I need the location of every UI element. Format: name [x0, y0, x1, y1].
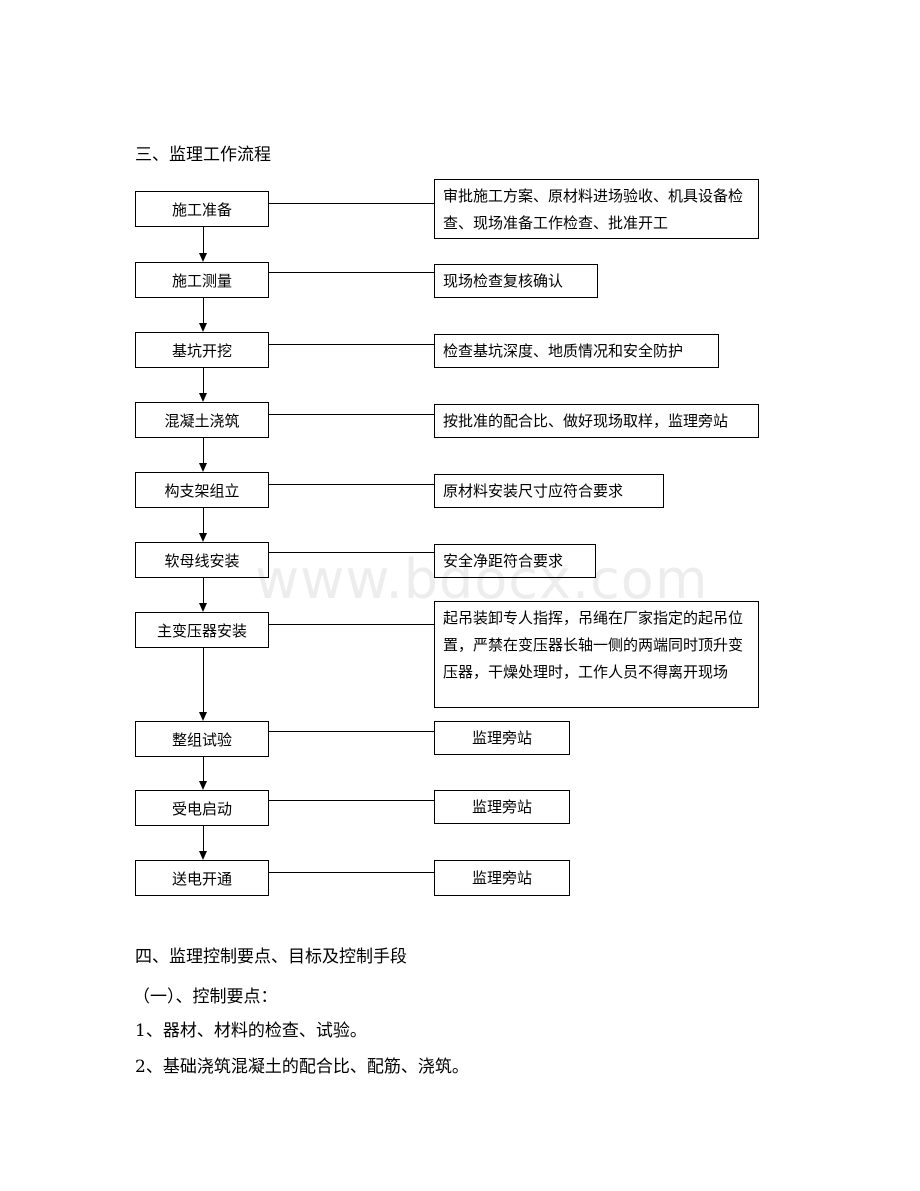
flow-arrow: [199, 463, 207, 472]
connector-line: [269, 552, 434, 553]
flow-step-excavation: 基坑开挖: [135, 332, 269, 368]
flow-step-busbar-install: 软母线安装: [135, 542, 269, 578]
flow-step-energization: 受电启动: [135, 790, 269, 826]
flow-step-frame-assembly: 构支架组立: [135, 472, 269, 508]
connector-line: [269, 344, 434, 345]
flow-line: [203, 227, 205, 253]
flow-line: [203, 648, 205, 712]
flow-arrow: [199, 533, 207, 542]
connector-line: [269, 624, 434, 625]
flow-line: [203, 826, 205, 851]
connector-line: [269, 272, 434, 273]
connector-line: [269, 203, 434, 204]
flow-note-excavation: 检查基坑深度、地质情况和安全防护: [434, 334, 719, 368]
flow-note-frame-assembly: 原材料安装尺寸应符合要求: [434, 474, 664, 508]
flow-arrow: [199, 323, 207, 332]
flow-line: [203, 368, 205, 393]
flow-line: [203, 508, 205, 533]
connector-line: [269, 872, 434, 873]
control-point-item: 1、器材、材料的检查、试验。: [135, 1021, 367, 1041]
flow-step-transformer-install: 主变压器安装: [135, 612, 269, 648]
flow-note-busbar-install: 安全净距符合要求: [434, 544, 596, 578]
flow-note-survey: 现场检查复核确认: [434, 264, 598, 298]
flow-note-transformer-install: 起吊装卸专人指挥，吊绳在厂家指定的起吊位置，严禁在变压器长轴一侧的两端同时顶升变…: [434, 601, 759, 708]
flow-line: [203, 757, 205, 781]
control-point-item: 2、基础浇筑混凝土的配合比、配筋、浇筑。: [135, 1057, 469, 1077]
flow-arrow: [199, 851, 207, 860]
flow-line: [203, 298, 205, 323]
subsection-title: （一）、控制要点：: [133, 987, 278, 1007]
flow-note-concrete-pouring: 按批准的配合比、做好现场取样，监理旁站: [434, 404, 759, 438]
connector-line: [269, 414, 434, 415]
connector-line: [269, 484, 434, 485]
section-title-workflow: 三、监理工作流程: [135, 145, 271, 165]
connector-line: [269, 800, 434, 801]
flow-arrow: [199, 712, 207, 721]
flow-arrow: [199, 603, 207, 612]
flow-arrow: [199, 781, 207, 790]
flow-step-power-on: 送电开通: [135, 860, 269, 896]
flow-step-system-test: 整组试验: [135, 721, 269, 757]
flow-step-survey: 施工测量: [135, 262, 269, 298]
section-title-control-points: 四、监理控制要点、目标及控制手段: [135, 947, 407, 967]
flow-note-construction-preparation: 审批施工方案、原材料进场验收、机具设备检查、现场准备工作检查、批准开工: [434, 179, 759, 239]
flow-note-system-test: 监理旁站: [434, 721, 570, 755]
flow-note-power-on: 监理旁站: [434, 860, 570, 896]
flow-line: [203, 438, 205, 463]
flow-line: [203, 578, 205, 603]
flow-step-concrete-pouring: 混凝土浇筑: [135, 402, 269, 438]
watermark: www.bdocx.com: [255, 548, 709, 611]
flow-arrow: [199, 253, 207, 262]
connector-line: [269, 731, 434, 732]
flow-note-energization: 监理旁站: [434, 790, 570, 824]
flow-step-construction-preparation: 施工准备: [135, 191, 269, 227]
flow-arrow: [199, 393, 207, 402]
